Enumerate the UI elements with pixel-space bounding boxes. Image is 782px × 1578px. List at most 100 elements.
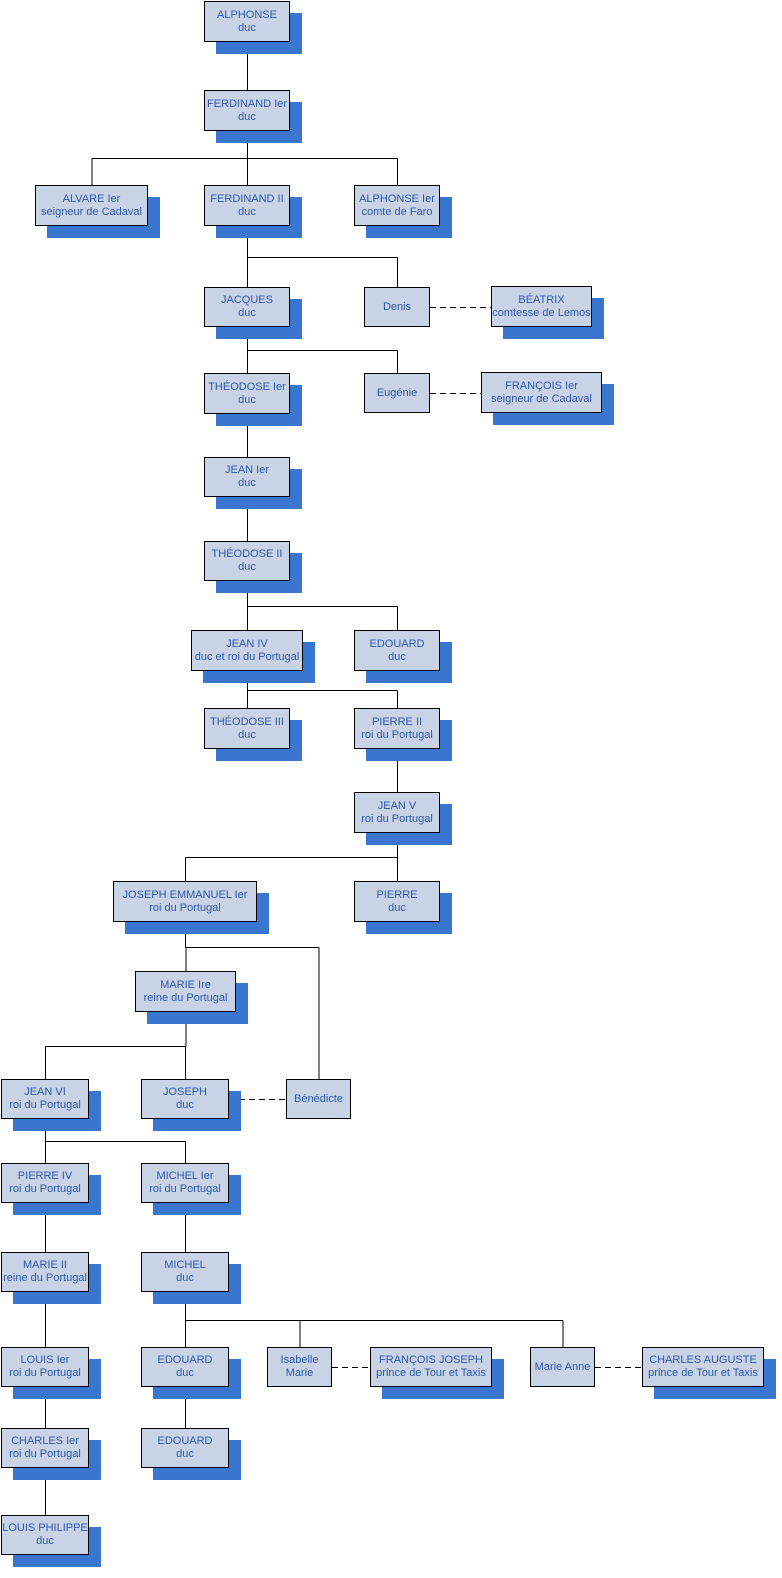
person-name: FRANÇOIS JOSEPH [379,1354,483,1366]
person-card: Bénédicte [286,1079,351,1119]
person-title: prince de Tour et Taxis [376,1367,486,1379]
person-name: ALVARE Ier [62,192,121,205]
person-name: MARIE Ire [160,978,211,991]
person-title: roi du Portugal [9,1448,81,1460]
person-name: CHARLES Ier [11,1435,79,1447]
person-name: Denis [382,300,412,313]
person-title: duc [238,393,256,406]
person-box-denis: Denis [364,287,430,327]
person-name: JEAN IV [226,637,268,650]
person-name: FERDINAND II [210,192,284,205]
person-name: Bénédicte [294,1092,343,1105]
person-title: duc [36,1535,54,1547]
person-title: duc [238,205,256,218]
person-card: Marie Anne [530,1347,595,1387]
person-name: PIERRE [376,888,418,901]
person-name: FRANÇOIS Ier [505,379,578,392]
person-name: Isabelle [280,1354,319,1366]
person-title: duc [238,21,256,34]
person-box-marieanne: Marie Anne [530,1347,595,1387]
person-title: duc [388,650,406,663]
person-title: roi du Portugal [149,901,221,914]
person-name: JOSEPH EMMANUEL Ier [122,888,248,901]
person-name: FERDINAND Ier [206,97,288,110]
person-name: THÉODOSE Ier [208,380,286,393]
person-name: CHARLES AUGUSTE [649,1354,757,1366]
person-name: ALPHONSE [217,8,277,21]
person-name: THÉODOSE II [211,548,283,560]
person-name: JEAN V [377,799,417,812]
person-title: duc [388,901,406,914]
person-name: Marie Anne [534,1360,591,1373]
person-title: roi du Portugal [9,1099,81,1111]
person-name: PIERRE IV [17,1170,73,1182]
person-title: duc [238,110,256,123]
person-box-eugenie: Eugénie [364,373,430,413]
person-title: Marie [285,1367,314,1379]
person-title: duc [176,1272,194,1284]
person-box-benedicte: Bénédicte [286,1079,351,1119]
person-name: THÉODOSE III [210,715,284,728]
person-title: roi du Portugal [9,1367,81,1379]
person-title: roi du Portugal [361,728,433,741]
person-title: reine du Portugal [143,991,228,1004]
person-name: ALPHONSE Ier [359,192,435,205]
person-name: EDOUARD [157,1435,213,1447]
person-title: reine du Portugal [3,1272,87,1284]
person-title: duc [176,1448,194,1460]
person-card: Denis [364,287,430,327]
person-title: duc [238,728,256,741]
person-title: duc [238,307,256,319]
person-name: PIERRE II [371,715,423,728]
